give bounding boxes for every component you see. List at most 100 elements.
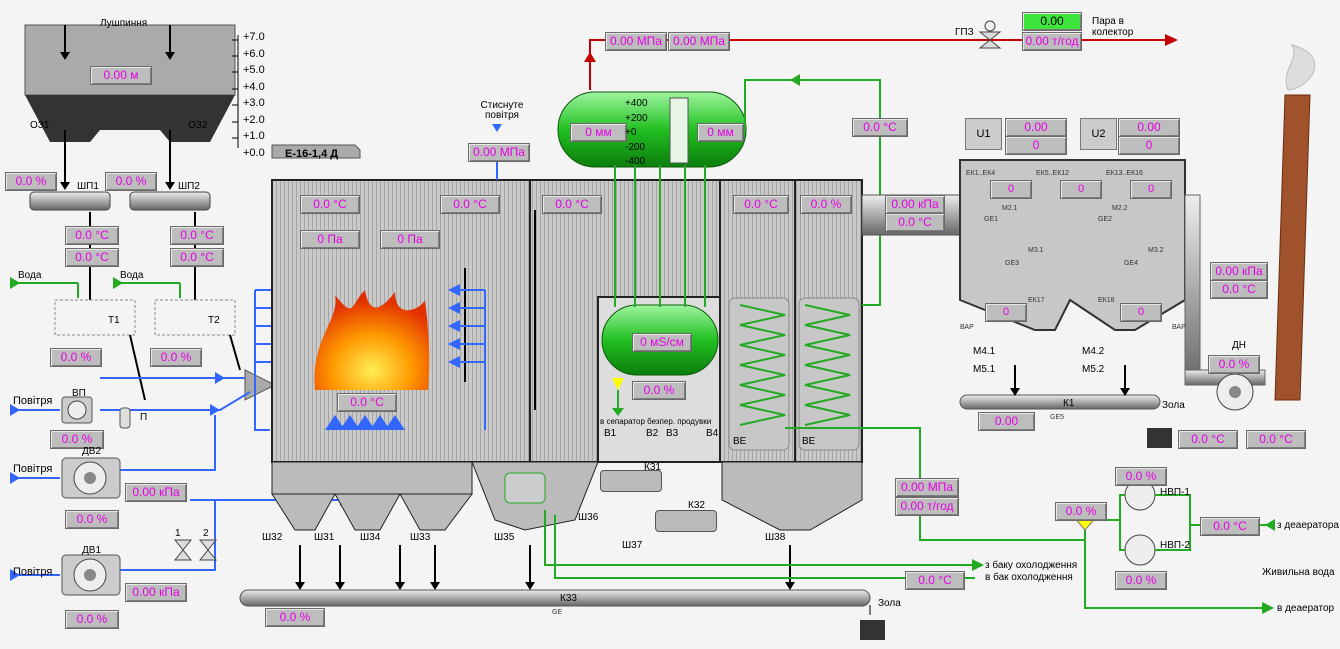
dv1-label: ДВ1 xyxy=(82,545,101,557)
to-deaerator-label: в деаератор xyxy=(1277,603,1334,615)
ash-label-k1: Зола xyxy=(1162,400,1185,412)
u1-value-2: 0 xyxy=(1005,136,1067,155)
chimney-icon xyxy=(1275,45,1315,400)
screw-feeder-1 xyxy=(30,192,110,210)
fan-dv2-icon xyxy=(62,458,120,498)
furnace-pressure-1: 0 Па xyxy=(300,230,360,249)
furnace-temp-4: 0.0 °C xyxy=(733,195,789,214)
hopper-level: 0.00 м xyxy=(90,66,152,85)
conductivity-value: 0 мS/см xyxy=(632,333,692,352)
hopper-scale: +7.0+6.0+5.0+4.0+3.0+2.0+1.0+0.0 xyxy=(243,29,265,161)
ge4-label: GE4 xyxy=(1124,258,1138,270)
feedwater-flow: 0.00 т/год xyxy=(895,497,959,516)
ge-label: GE xyxy=(552,607,562,619)
m51-label: М5.1 xyxy=(973,364,995,376)
sh32-label: Ш32 xyxy=(262,532,282,544)
m31-label: М3.1 xyxy=(1028,245,1044,257)
air-label-3: Повітря xyxy=(13,566,52,578)
u2-value-2: 0 xyxy=(1118,136,1180,155)
outlet-temp: 0.0 °C xyxy=(885,213,945,232)
shp1-label: ШП1 xyxy=(77,181,99,193)
fan-vp-icon xyxy=(62,397,92,423)
nvp1-label: НВП-1 xyxy=(1160,487,1190,499)
pump-nvp2-icon xyxy=(1125,535,1155,565)
conveyor-k33 xyxy=(240,590,870,606)
m21-label: М2.1 xyxy=(1002,203,1018,215)
shp2-percent: 0.0 % xyxy=(105,172,157,191)
b4-label: В4 xyxy=(706,428,718,440)
u1-value-1: 0.00 xyxy=(1005,118,1067,137)
b3-label: В3 xyxy=(666,428,678,440)
oz1-label: ОЗ1 xyxy=(30,120,49,132)
u2-value-1: 0.00 xyxy=(1118,118,1180,137)
air-label-2: Повітря xyxy=(13,463,52,475)
furnace-temp-2: 0.0 °C xyxy=(440,195,500,214)
screw-feeder-2 xyxy=(130,192,210,210)
b2-label: В2 xyxy=(646,428,658,440)
bar-label-left: ВАР xyxy=(960,322,974,334)
furnace-temp-3: 0.0 °C xyxy=(542,195,602,214)
p-label: П xyxy=(140,412,147,424)
scale-tick: +3.0 xyxy=(243,95,265,112)
air-label-1: Повітря xyxy=(13,395,52,407)
cooling-from-label: з баку охолодження xyxy=(985,560,1077,572)
feedwater-valve-percent: 0.0 % xyxy=(1055,502,1107,521)
blowdown-note: в сепаратор безпер. продувки xyxy=(600,416,711,428)
k1-value: 0.00 xyxy=(978,412,1035,431)
chimney-pressure: 0.00 кПа xyxy=(1210,262,1268,281)
hopper-title: Лушпиння xyxy=(100,18,147,30)
dn-temp-a: 0.0 °C xyxy=(1178,430,1238,449)
ek18-value: 0 xyxy=(1120,303,1162,322)
t2-label: Т2 xyxy=(208,315,220,327)
scale-tick: +0.0 xyxy=(243,145,265,162)
sh34-label: Ш34 xyxy=(360,532,380,544)
shp1-percent: 0.0 % xyxy=(5,172,57,191)
steam-destination: Пара в колектор xyxy=(1092,16,1162,38)
steam-line-temp: 0.0 °C xyxy=(852,118,908,137)
steam-pressure-2: 0.00 МПа xyxy=(668,32,730,51)
ash-bin-bottom-icon xyxy=(860,620,885,640)
ek13-label: ЕК13..ЕК16 xyxy=(1106,168,1143,180)
scale-tick: +4.0 xyxy=(243,79,265,96)
drum-tick: +400 xyxy=(625,97,648,112)
feedwater-pressure: 0.00 МПа xyxy=(895,478,959,497)
conveyor-k1 xyxy=(960,395,1160,409)
dn-label: ДН xyxy=(1232,340,1246,352)
separator-percent: 0.0 % xyxy=(632,381,686,400)
drum-scale: +400+200+0-200-400 xyxy=(625,97,648,170)
nvp1-percent: 0.0 % xyxy=(1115,467,1167,486)
outlet-pressure: 0.00 кПа xyxy=(885,195,945,214)
bar-label-right: ВАР xyxy=(1172,322,1186,334)
furnace-temp-1: 0.0 °C xyxy=(300,195,360,214)
dv1-pressure: 0.00 кПа xyxy=(125,583,187,602)
furnace-pressure-2: 0 Па xyxy=(380,230,440,249)
valve-2-label: 2 xyxy=(203,528,209,540)
scale-tick: +6.0 xyxy=(243,46,265,63)
temp-right-2: 0.0 °C xyxy=(170,248,224,267)
from-deaerator-label: з деаератора xyxy=(1277,520,1339,532)
ge5-label: GE5 xyxy=(1050,412,1064,424)
valve-2-icon xyxy=(200,540,216,560)
compressed-air-pressure: 0.00 МПа xyxy=(468,143,530,162)
boiler-name: Е-16-1,4 Д xyxy=(285,148,338,160)
m42-label: М4.2 xyxy=(1082,346,1104,358)
cooling-temp: 0.0 °C xyxy=(905,571,965,590)
ek5-value: 0 xyxy=(1060,180,1102,199)
ek17-label: ЕК17 xyxy=(1028,295,1045,307)
k33-label: К33 xyxy=(560,593,577,605)
drum-tick: -200 xyxy=(625,141,648,156)
shp2-label: ШП2 xyxy=(178,181,200,193)
k33-percent: 0.0 % xyxy=(265,608,325,627)
flame-temp: 0.0 °C xyxy=(337,393,397,412)
valve-1-icon xyxy=(175,540,191,560)
drum-level-left: 0 мм xyxy=(570,123,627,142)
m52-label: М5.2 xyxy=(1082,364,1104,376)
ge1-label: GE1 xyxy=(984,214,998,226)
m41-label: М4.1 xyxy=(973,346,995,358)
ek18-label: ЕК18 xyxy=(1098,295,1115,307)
scale-tick: +7.0 xyxy=(243,29,265,46)
feedwater-temp: 0.0 °C xyxy=(1200,517,1260,536)
ge2-label: GE2 xyxy=(1098,214,1112,226)
valve-1-label: 1 xyxy=(175,528,181,540)
